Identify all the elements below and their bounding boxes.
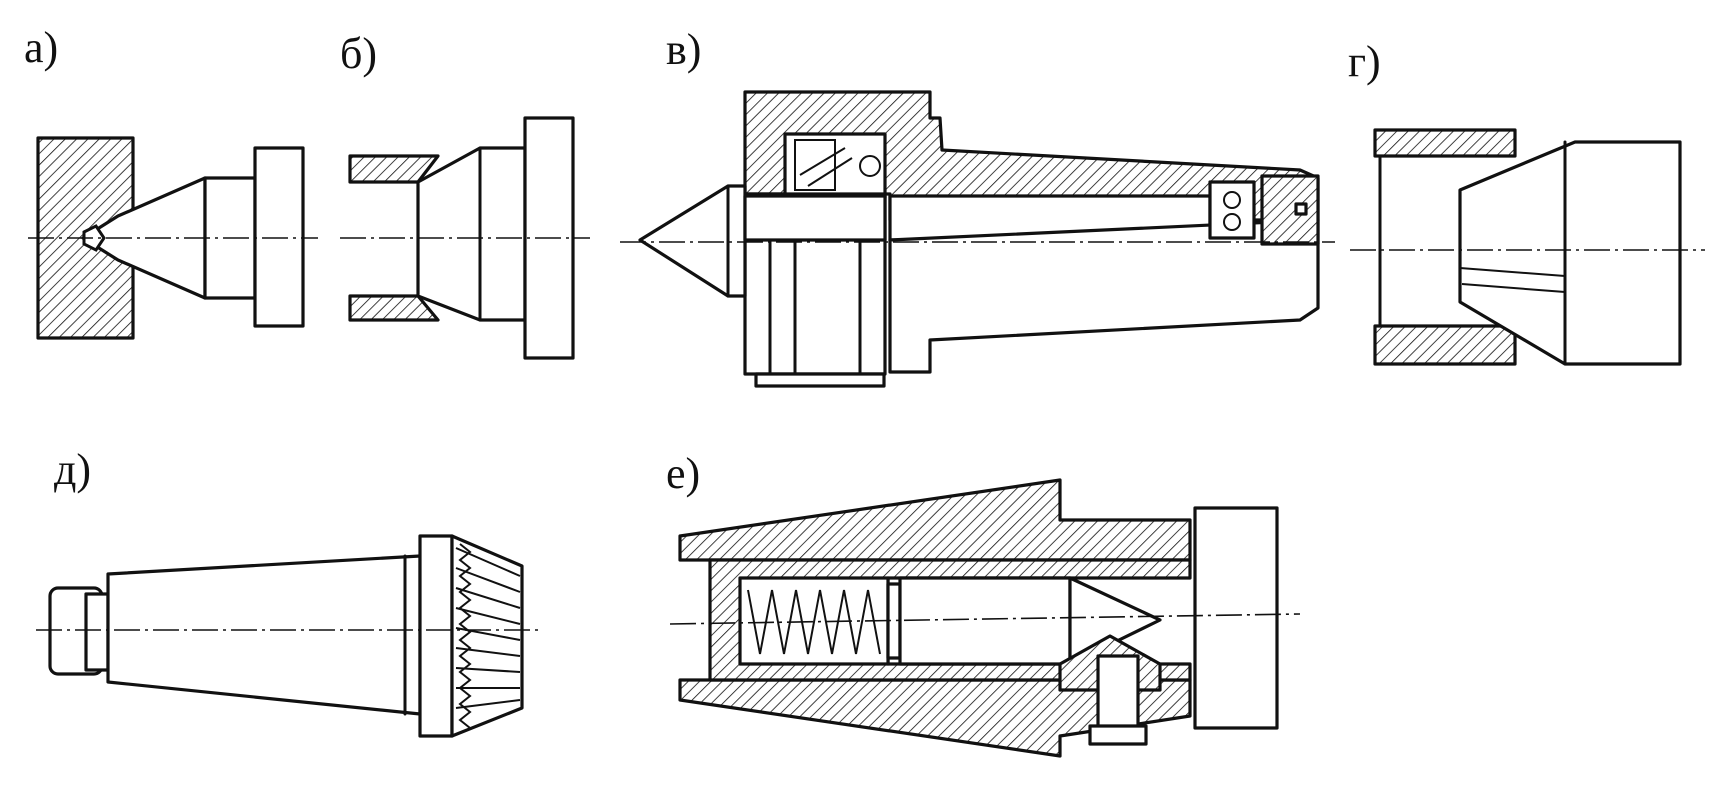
label-a: а) <box>24 23 59 72</box>
figure-a-fixed-center <box>28 136 318 340</box>
part-section-bottom <box>1373 324 1517 366</box>
label-b: б) <box>340 29 378 78</box>
figure-d-knurled-center <box>36 534 540 738</box>
label-v: в) <box>666 25 702 74</box>
taper-shank <box>106 554 422 716</box>
plunger-body <box>898 576 1072 666</box>
label-e: е) <box>666 449 701 498</box>
workpiece <box>1193 506 1279 730</box>
figure-b-reverse-center <box>340 116 590 360</box>
knurled-collar <box>418 534 454 738</box>
figure-g-grooved-center <box>1350 128 1705 366</box>
center-collar <box>253 146 305 328</box>
reverse-center-body <box>416 146 527 322</box>
label-d: д) <box>54 445 92 494</box>
set-screw <box>1096 654 1140 738</box>
grooved-cone-body <box>1458 140 1682 366</box>
figure-e-spring-center <box>669 478 1301 758</box>
part-section-bottom <box>348 294 440 322</box>
quill-section-top <box>678 478 1192 562</box>
figure-v-live-center <box>620 90 1335 388</box>
label-g: г) <box>1348 37 1381 86</box>
spring-icon <box>747 589 881 655</box>
part-section-top <box>1373 128 1517 158</box>
